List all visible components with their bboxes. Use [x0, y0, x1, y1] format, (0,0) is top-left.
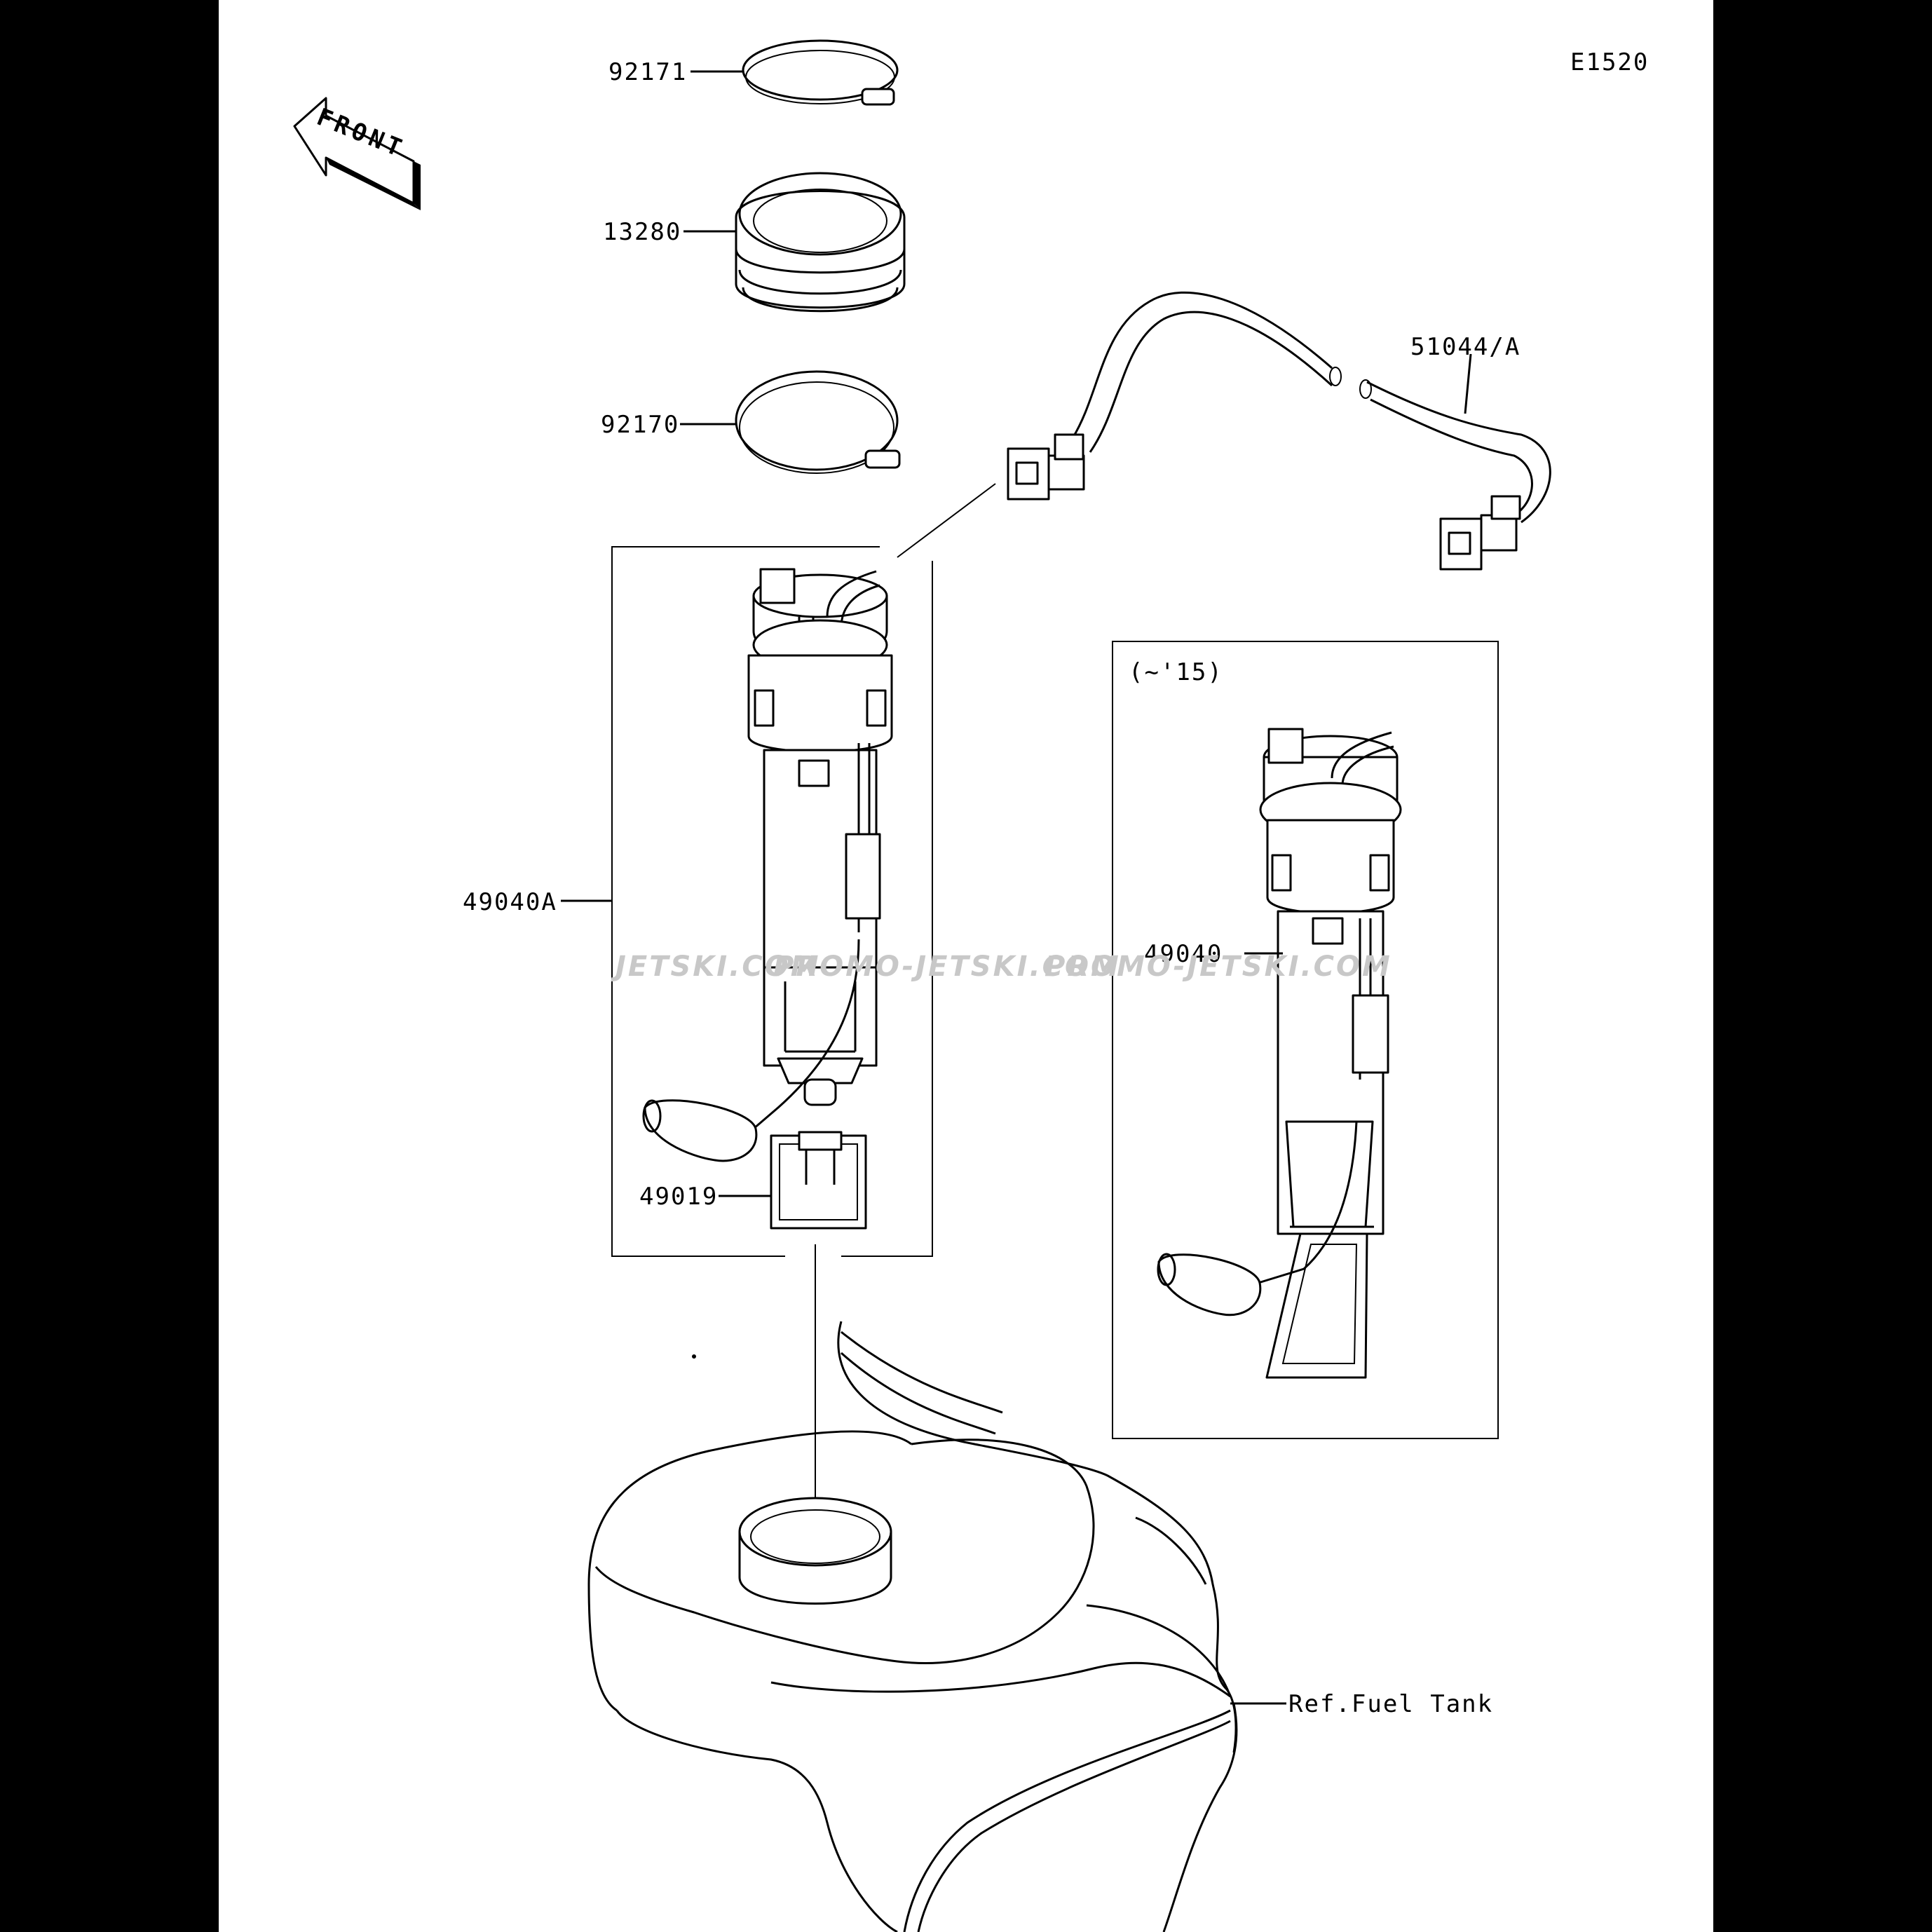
fuel-tank — [587, 1321, 1286, 1932]
callout-92171: 92171 — [608, 58, 687, 86]
callout-92170: 92170 — [601, 411, 679, 439]
fuel-hose — [897, 291, 1551, 571]
variant-box — [1112, 641, 1499, 1439]
parts-sheet — [219, 0, 1713, 1932]
dot-mark — [692, 1354, 696, 1359]
diagram-code: E1520 — [1570, 48, 1649, 76]
callout-49019: 49019 — [639, 1183, 718, 1211]
variant-note: (~'15) — [1129, 658, 1223, 686]
front-arrow-icon: FRONT — [293, 97, 421, 210]
callout-ref-fuel-tank: Ref.Fuel Tank — [1288, 1690, 1493, 1718]
watermark-2: PROMO-JETSKI.COM — [773, 951, 1121, 983]
fuel-pump-assembly — [1157, 728, 1402, 1379]
callout-51044a: 51044/A — [1410, 333, 1521, 361]
callout-13280: 13280 — [603, 218, 681, 246]
watermark-3: PROMO-JETSKI.COM — [1045, 951, 1392, 983]
clamp-bottom — [680, 370, 901, 474]
clamp-top — [691, 39, 899, 106]
callout-49040: 49040 — [1144, 940, 1223, 968]
watermark-1: JETSKI.COM — [611, 951, 821, 983]
fuel-pump-assembly-a — [642, 568, 893, 1230]
callout-49040a: 49040A — [463, 888, 557, 916]
bracket-49040a — [561, 546, 933, 1257]
grommet — [683, 172, 906, 313]
